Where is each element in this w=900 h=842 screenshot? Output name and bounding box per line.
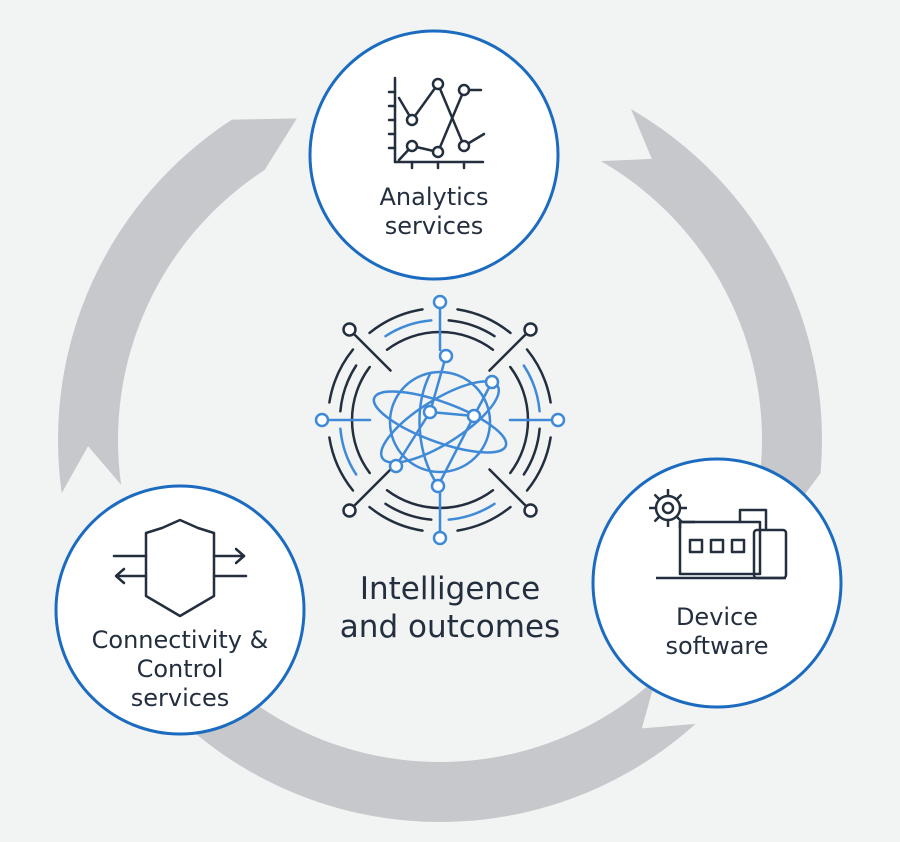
network-spoke — [488, 468, 532, 512]
network-node — [550, 412, 566, 428]
center-label: Intelligence and outcomes — [290, 570, 610, 646]
device-gear-icon — [649, 489, 788, 580]
middle-ring-arc — [447, 502, 496, 521]
middle-ring-arc — [447, 319, 496, 338]
middle-ring-arc — [339, 427, 358, 476]
cycle-arrow-bottom — [109, 566, 696, 822]
middle-ring-arc — [522, 427, 541, 476]
connectivity-label-line3: services — [130, 684, 230, 712]
analytics-label-line1: Analytics — [379, 183, 489, 211]
network-node — [314, 412, 330, 428]
device-label-line2: software — [665, 632, 769, 660]
analytics-node-label: Analytics services — [334, 183, 534, 241]
outer-ring-arc — [456, 505, 512, 532]
outer-ring-arc — [368, 505, 424, 532]
outer-ring-arc — [368, 308, 424, 335]
globe-network-icon — [314, 294, 566, 546]
network-node — [432, 294, 448, 310]
network-node — [342, 503, 357, 518]
device-node-circle — [591, 457, 843, 709]
network-node — [432, 530, 448, 546]
cycle-arrow-left — [58, 118, 297, 494]
cycle-arrows — [58, 109, 822, 822]
center-label-line2: and outcomes — [339, 609, 561, 645]
network-node — [342, 322, 357, 337]
network-node — [523, 322, 538, 337]
device-label-line1: Device — [675, 603, 759, 631]
center-label-line1: Intelligence — [359, 571, 541, 607]
outer-ring-arc — [525, 436, 552, 492]
middle-ring-arc — [522, 364, 541, 413]
analytics-label-line2: services — [384, 212, 484, 240]
connectivity-node-circle — [54, 484, 306, 736]
network-spoke — [348, 328, 392, 372]
network-spoke — [348, 468, 392, 512]
line-chart-icon — [387, 76, 486, 170]
gear-icon — [649, 489, 687, 527]
connectivity-label-line2: Control — [136, 655, 224, 683]
outer-ring-arc — [328, 436, 355, 492]
outer-ring-arc — [525, 348, 552, 404]
device-node-label: Device software — [617, 603, 817, 661]
outer-ring-arc — [328, 348, 355, 404]
middle-ring-arc — [339, 364, 358, 413]
middle-ring-arc — [384, 319, 433, 338]
network-spoke — [488, 328, 532, 372]
middle-ring-arc — [384, 502, 433, 521]
cycle-arrow-right — [601, 109, 822, 526]
connectivity-node-label: Connectivity & Control services — [70, 626, 290, 713]
outer-ring-arc — [456, 308, 512, 335]
connectivity-label-line1: Connectivity & — [91, 626, 269, 654]
shield-arrows-icon — [112, 518, 248, 618]
network-node — [523, 503, 538, 518]
globe-icon — [372, 348, 508, 494]
